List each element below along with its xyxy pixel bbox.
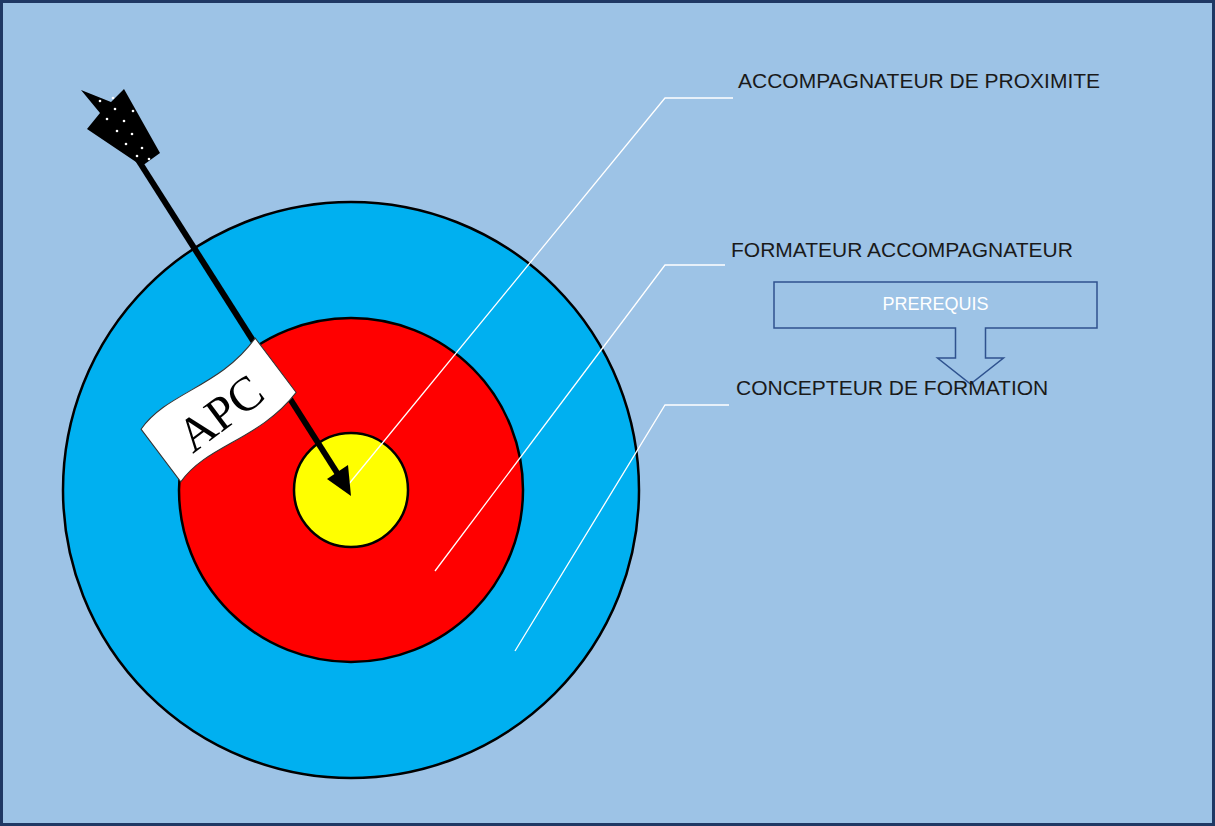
- role-label: CONCEPTEUR DE FORMATION: [736, 375, 1048, 401]
- outer-ring: [63, 202, 639, 778]
- leader-line: [348, 98, 733, 485]
- leader-line: [435, 265, 725, 571]
- text-holder: PREREQUIS: [773, 281, 1098, 328]
- leader-line: [515, 405, 729, 651]
- outline-path: [139, 338, 300, 484]
- bullseye: [294, 433, 408, 547]
- arrow-head: [327, 465, 351, 496]
- fletching-dots: [99, 97, 151, 161]
- prerequisite-arrow: PREREQUIS: [773, 281, 1098, 385]
- node-text: PREREQUIS: [882, 295, 988, 315]
- role-label: ACCOMPAGNATEUR DE PROXIMITE: [738, 68, 1100, 94]
- outline-path: [774, 282, 1097, 384]
- arrow-fletching: [81, 89, 160, 166]
- role-label: FORMATEUR ACCOMPAGNATEUR: [731, 237, 1073, 263]
